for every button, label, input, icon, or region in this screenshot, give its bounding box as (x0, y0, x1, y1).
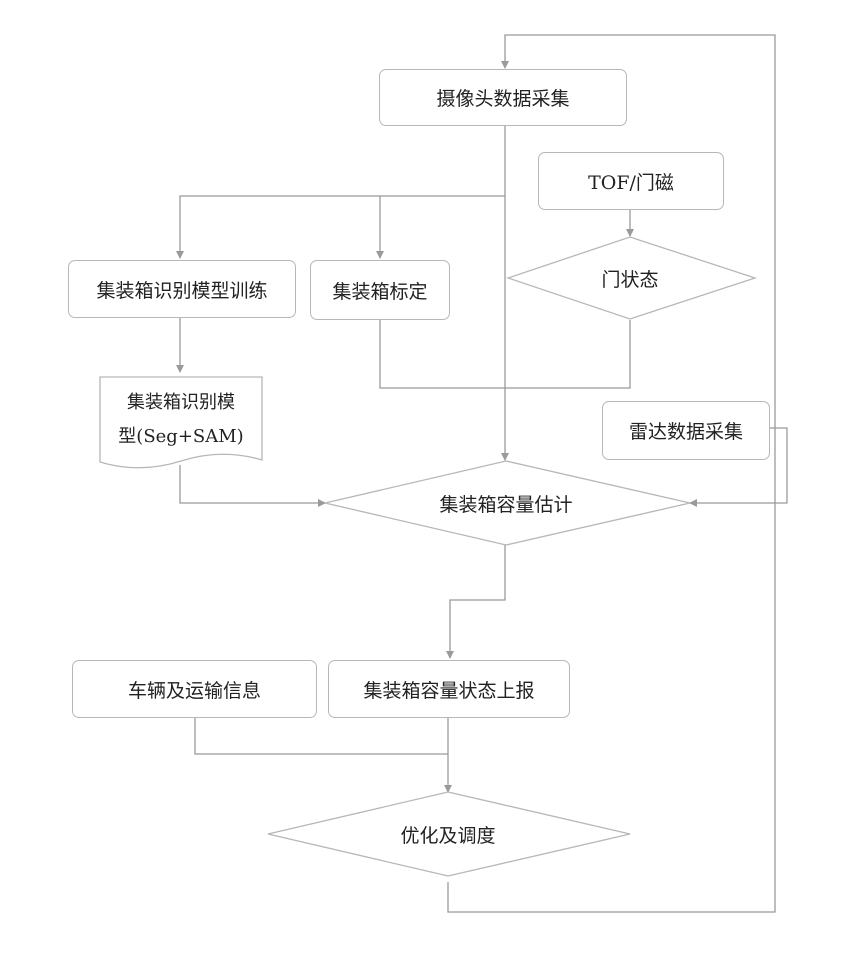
radar-capture-label: 雷达数据采集 (629, 417, 743, 444)
vehicle-to-optimize-line (195, 718, 448, 754)
tof-door-sensor-box: TOF/门磁 (538, 152, 724, 210)
recognition-model-line1: 集装箱识别模 (100, 386, 262, 420)
model-training-box: 集装箱识别模型训练 (68, 260, 296, 318)
door-state-label: 门状态 (601, 265, 658, 292)
estimation-to-report-line (450, 545, 505, 658)
model-training-label: 集装箱识别模型训练 (96, 276, 267, 303)
calibration-box: 集装箱标定 (310, 260, 450, 320)
radar-capture-box: 雷达数据采集 (602, 401, 770, 460)
vehicle-info-label: 车辆及运输信息 (128, 676, 261, 703)
capacity-report-box: 集装箱容量状态上报 (328, 660, 570, 718)
capacity-estimation-label: 集装箱容量估计 (439, 490, 572, 517)
optimize-dispatch-label-wrap: 优化及调度 (370, 816, 526, 852)
tof-door-sensor-label: TOF/门磁 (588, 168, 674, 195)
model-to-estimation-line (180, 465, 325, 503)
camera-branch-line (180, 196, 505, 258)
camera-capture-box: 摄像头数据采集 (379, 69, 627, 126)
optimize-dispatch-label: 优化及调度 (400, 821, 495, 848)
door-state-label-wrap: 门状态 (570, 260, 690, 296)
camera-capture-label: 摄像头数据采集 (436, 84, 569, 111)
calibration-label: 集装箱标定 (332, 277, 427, 304)
capacity-estimation-label-wrap: 集装箱容量估计 (406, 485, 606, 521)
recognition-model-text: 集装箱识别模 型(Seg+SAM) (100, 386, 262, 454)
vehicle-info-box: 车辆及运输信息 (72, 660, 317, 718)
capacity-report-label: 集装箱容量状态上报 (363, 676, 534, 703)
recognition-model-line2: 型(Seg+SAM) (100, 420, 262, 454)
